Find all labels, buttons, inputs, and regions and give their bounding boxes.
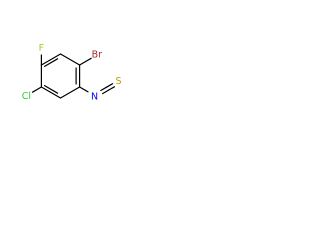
- atom-label-bromine: Br: [92, 50, 103, 61]
- bond-ring-inner-3: [43, 58, 59, 68]
- bond-ring-c3-c4: [40, 86, 62, 99]
- molecule-diagram: Br F Cl N S: [22, 43, 122, 103]
- bond-c-br: [78, 57, 92, 66]
- bond-ring-c5-c6: [40, 53, 62, 66]
- structure-canvas: Br F Cl N S: [0, 0, 152, 152]
- atom-label-fluorine: F: [39, 43, 44, 54]
- atom-label-chlorine: Cl: [22, 91, 31, 102]
- atom-label-sulfur: S: [115, 76, 121, 87]
- atom-label-nitrogen: N: [91, 91, 98, 102]
- bond-c-n: [78, 86, 89, 93]
- bond-ring-inner-2: [43, 84, 59, 94]
- bond-ring-c6-c1: [59, 53, 81, 66]
- bond-c-s-double-b: [106, 83, 114, 88]
- bond-ring-c2-c3: [59, 86, 81, 99]
- bond-n-c-double-a: [101, 89, 110, 95]
- bond-n-c-double-b: [100, 86, 108, 92]
- bond-c-s-double-a: [108, 86, 116, 91]
- bond-c-cl: [31, 86, 43, 93]
